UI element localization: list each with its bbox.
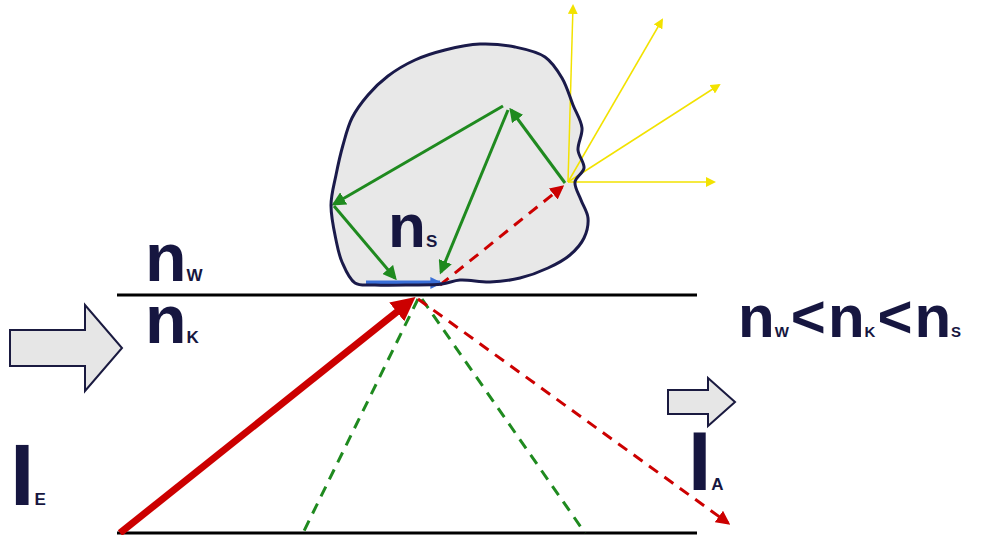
scattered-ray — [568, 85, 719, 182]
refractive-index-label: nS — [388, 195, 437, 257]
glass-surface — [117, 294, 697, 297]
internal-ray — [511, 110, 565, 183]
particle-fill — [331, 44, 588, 285]
particle: nS — [325, 38, 593, 290]
particle-outline-path — [331, 44, 588, 285]
outgoing-ray — [418, 299, 728, 523]
internal-ray — [334, 106, 503, 204]
internal-ray — [441, 110, 508, 272]
relation-symbol: < — [791, 287, 826, 347]
glass-bottom — [117, 532, 697, 535]
intensity-label: IE — [10, 431, 46, 519]
relation-symbol: < — [877, 287, 912, 347]
reflected-ray — [303, 299, 418, 533]
relation-term: nW — [738, 287, 789, 347]
particle-outline — [325, 38, 593, 290]
relation-term: nS — [914, 287, 961, 347]
input-intensity-arrow — [10, 305, 122, 391]
scattered-ray — [568, 181, 714, 183]
index-relation: nW<nK<nS — [738, 287, 963, 347]
intensity-label: IA — [688, 419, 724, 503]
relation-term: nK — [828, 287, 876, 347]
medium-index-label: nK — [145, 285, 199, 353]
medium-index-label: nW — [145, 223, 203, 291]
reflected-ray — [422, 299, 585, 533]
